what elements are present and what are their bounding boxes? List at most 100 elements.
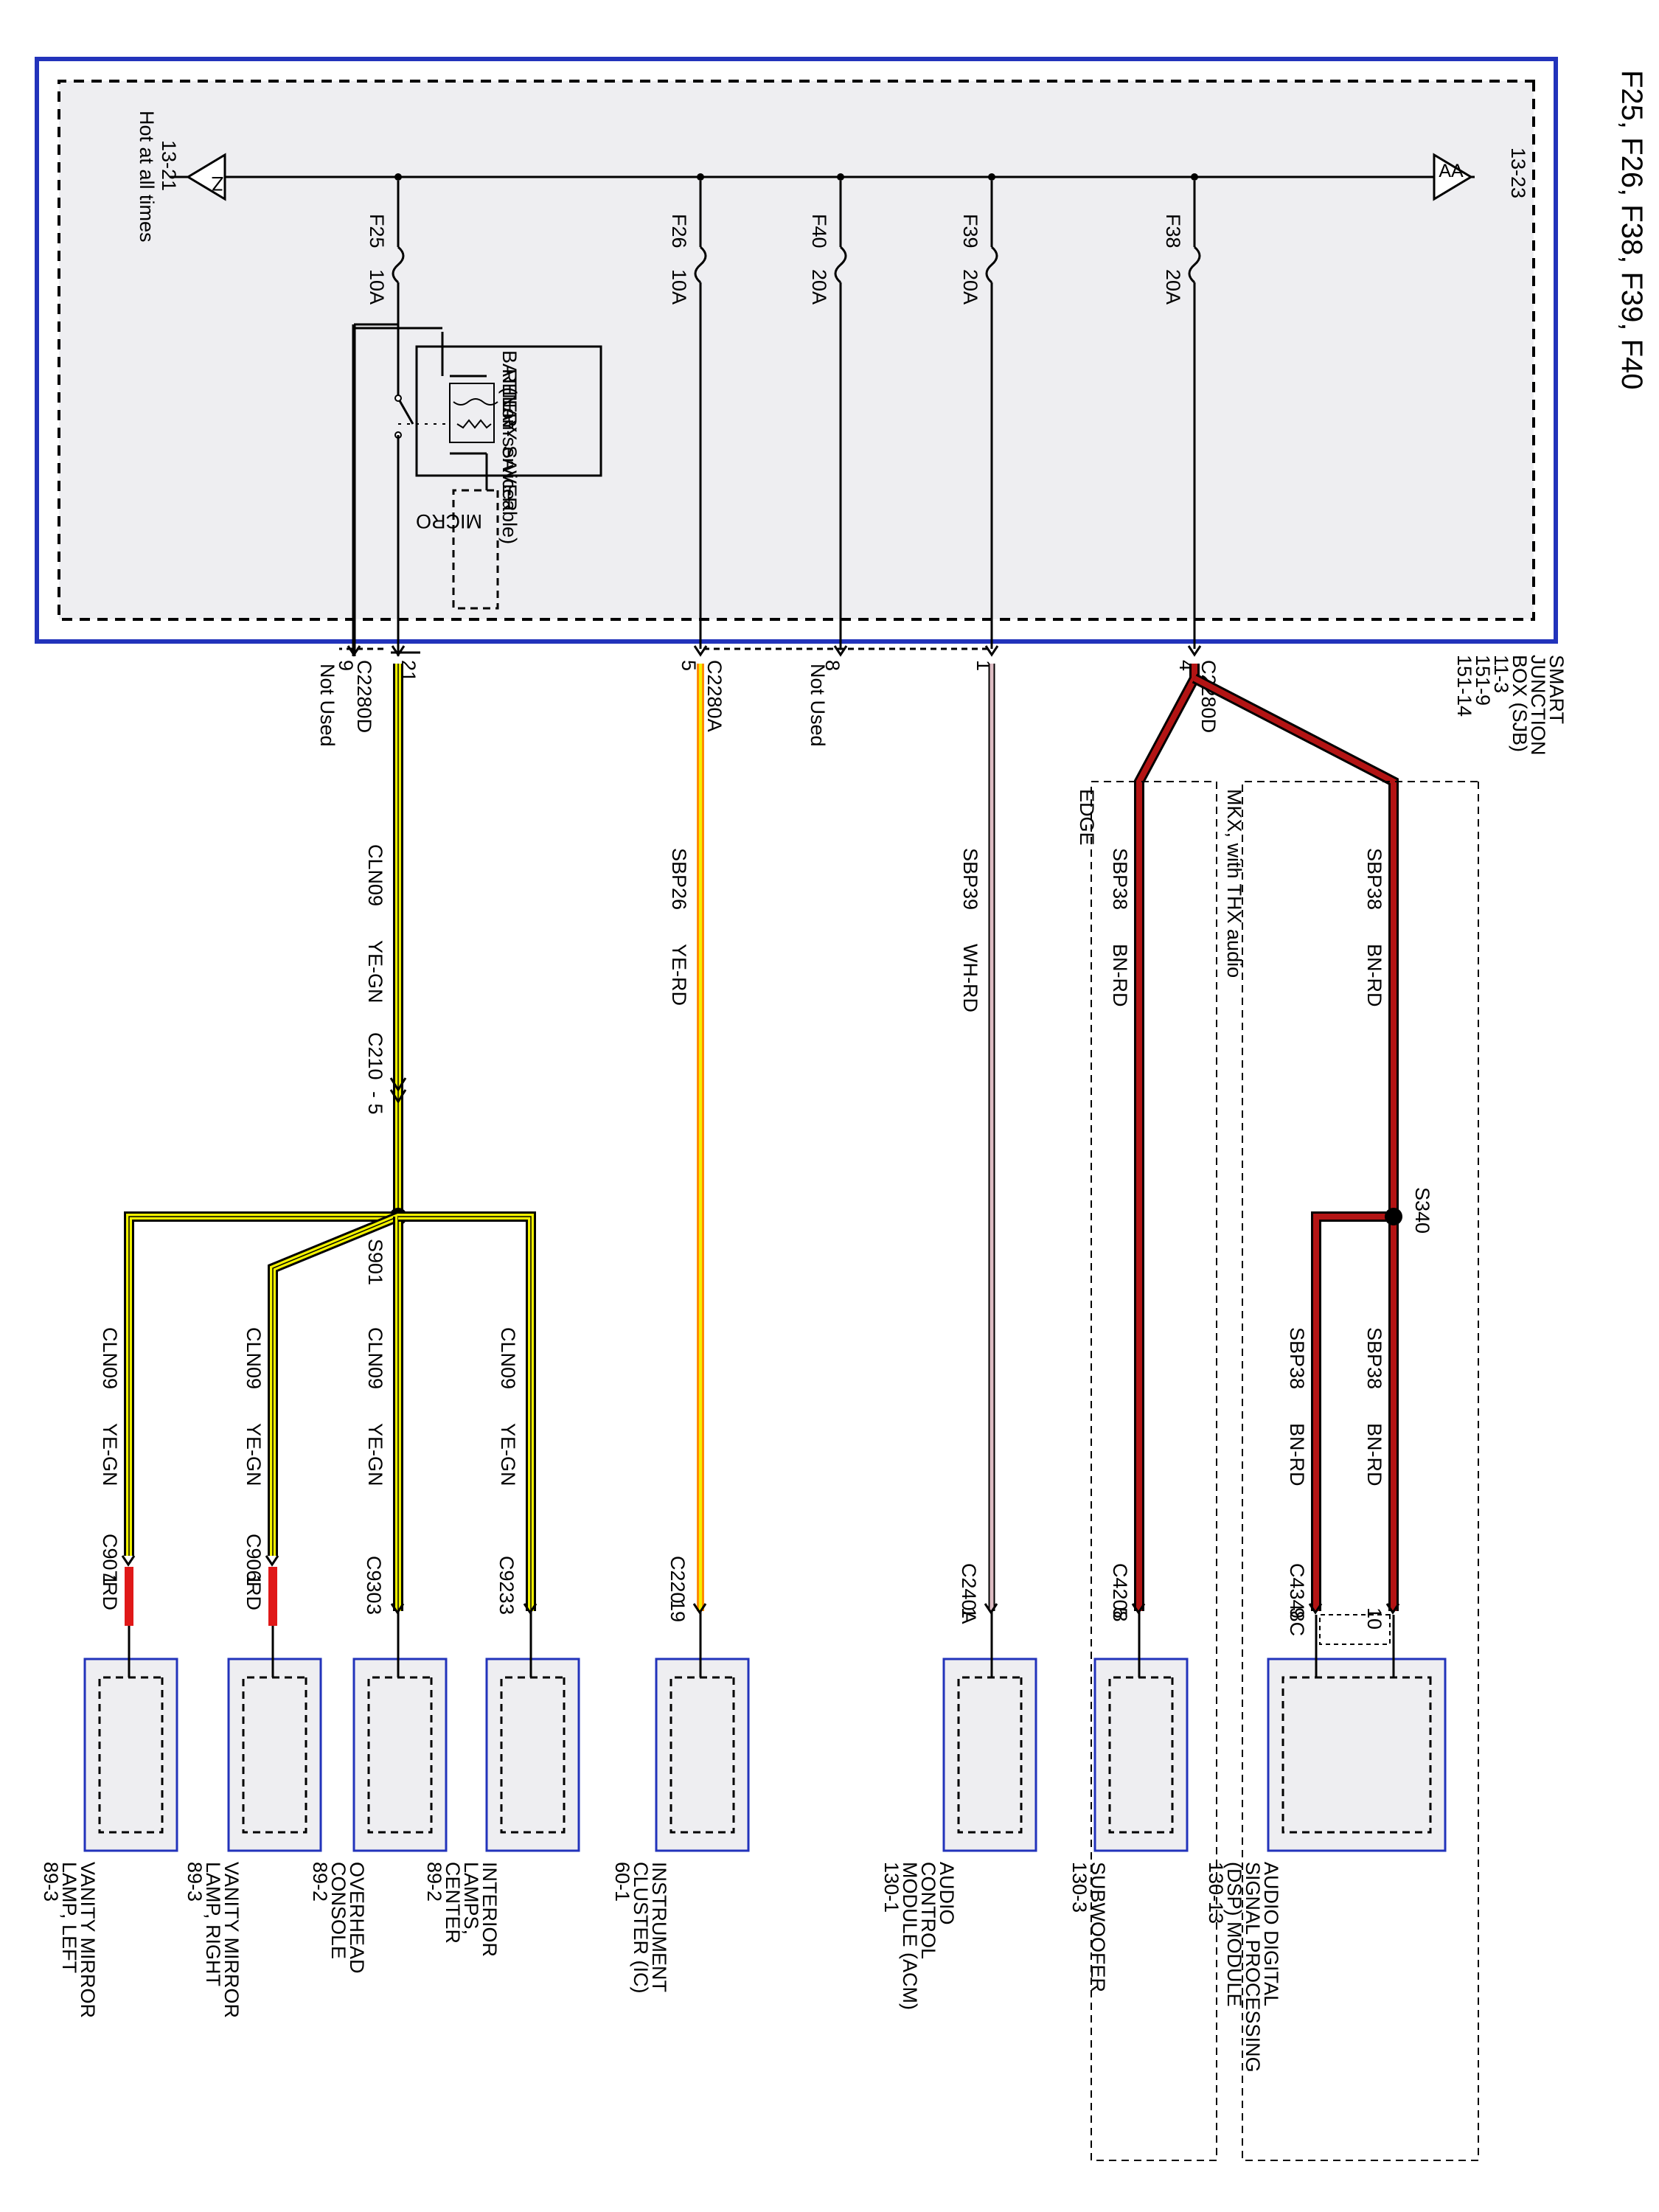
branch-left-circuit: CLN09 bbox=[99, 1327, 121, 1389]
c930-pin: 3 bbox=[363, 1604, 385, 1615]
splice-s340-label: S340 bbox=[1411, 1187, 1433, 1234]
wire-sbp39-color: WH-RD bbox=[959, 944, 981, 1012]
diagram-title: F25, F26, F38, F39, F40 bbox=[1615, 70, 1648, 390]
interior-line3: CENTER bbox=[442, 1862, 464, 1944]
wire-cln09-main-color: YE-GN bbox=[364, 940, 386, 1004]
micro-box: MICRO bbox=[416, 489, 499, 610]
wire-sbp38-a-circuit: SBP38 bbox=[1363, 1327, 1385, 1389]
cluster-line2: CLUSTER (IC) bbox=[630, 1862, 652, 1994]
component-interior-lamps: INTERIOR LAMPS, CENTER 89-2 bbox=[423, 1611, 580, 1957]
fuse-f25: F25 10A bbox=[366, 181, 405, 324]
acm-line2: CONTROL bbox=[917, 1862, 939, 1959]
sjb-internal-wires bbox=[699, 324, 1196, 649]
vanity-left-line3: 89-3 bbox=[40, 1862, 62, 1902]
ref-z-page: 13-21 bbox=[158, 140, 180, 191]
wire-sbp38-mkx-color: BN-RD bbox=[1363, 944, 1385, 1007]
cluster-line3: 60-1 bbox=[611, 1862, 633, 1902]
c906-name: C906 bbox=[243, 1534, 265, 1582]
c220-name: C220 bbox=[667, 1556, 689, 1604]
component-overhead-console: OVERHEAD CONSOLE 89-2 bbox=[309, 1611, 448, 1974]
fuse-f38-rating: 20A bbox=[1162, 269, 1184, 305]
c210-inline-connector bbox=[389, 1077, 407, 1104]
acm-line4: 130-1 bbox=[880, 1862, 902, 1913]
fuse-f39-rating: 20A bbox=[959, 269, 981, 305]
wire-sbp39: SBP39 WH-RD C240A 1 bbox=[958, 664, 998, 1624]
ref-z-code: Z bbox=[212, 173, 224, 195]
vanity-red-leads: C907 1 RD C906 1 RD bbox=[99, 1534, 279, 1626]
rd-left-label: RD bbox=[99, 1582, 121, 1610]
wire-sbp38-mkx-circuit: SBP38 bbox=[1363, 848, 1385, 910]
vanity-right-line1: VANITY MIRROR bbox=[220, 1862, 243, 2018]
wire-sbp38-b-color: BN-RD bbox=[1286, 1423, 1308, 1486]
component-acm: AUDIO CONTROL MODULE (ACM) 130-1 bbox=[880, 1611, 1037, 2010]
pin-9: 9 bbox=[335, 660, 357, 671]
wire-sbp26-color: YE-RD bbox=[668, 944, 690, 1006]
c907-name: C907 bbox=[99, 1534, 121, 1582]
fuse-f40-rating: 20A bbox=[808, 269, 830, 305]
splice-s340-dot bbox=[1385, 1208, 1402, 1225]
vanity-right-line3: 89-3 bbox=[184, 1862, 206, 1902]
fuse-f25-rating: 10A bbox=[366, 269, 388, 305]
fuse-f26-id: F26 bbox=[668, 214, 690, 248]
relay-label-2: RELAY bbox=[498, 369, 521, 433]
rd-right-label: RD bbox=[243, 1582, 265, 1610]
sjb-title-2: JUNCTION bbox=[1527, 655, 1549, 756]
sjb-ref-3: 151-14 bbox=[1453, 655, 1475, 717]
pin-5: 5 bbox=[678, 660, 700, 671]
branch-left-color: YE-GN bbox=[99, 1423, 121, 1486]
pin-8-note: Not Used bbox=[807, 664, 829, 747]
overhead-line3: 89-2 bbox=[309, 1862, 331, 1902]
subwoofer-line1: SUBWOOFER bbox=[1087, 1862, 1109, 1992]
micro-label: MICRO bbox=[416, 510, 482, 532]
fuse-f26-rating: 10A bbox=[668, 269, 690, 305]
component-vanity-right: VANITY MIRROR LAMP, RIGHT 89-3 bbox=[184, 1626, 322, 2018]
dsp-line2: SIGNAL PROCESSING bbox=[1242, 1862, 1264, 2073]
wire-sbp26: SBP26 YE-RD C220 19 bbox=[667, 664, 707, 1622]
fuse-f26: F26 10A bbox=[668, 181, 707, 324]
pin-5-connector: C2280A bbox=[703, 660, 726, 732]
sjb-ref-2: 151-9 bbox=[1472, 655, 1494, 706]
c240a-pin: 1 bbox=[958, 1607, 980, 1618]
s901-branches: CLN09 YE-GN CLN09 YE-GN CLN09 YE-GN CLN0… bbox=[99, 1211, 536, 1611]
dsp-line1: AUDIO DIGITAL bbox=[1260, 1862, 1282, 2006]
branch-right-circuit: CLN09 bbox=[243, 1327, 265, 1389]
wire-cln09-main-circuit: CLN09 bbox=[364, 844, 386, 906]
ref-aa-code: AA bbox=[1439, 161, 1464, 181]
c923-name: C923 bbox=[495, 1556, 518, 1604]
interior-line1: INTERIOR bbox=[479, 1862, 501, 1957]
wire-sbp38-a-color: BN-RD bbox=[1363, 1423, 1385, 1486]
dsp-line4: 130-13 bbox=[1205, 1862, 1227, 1924]
subwoofer-line2: 130-3 bbox=[1068, 1862, 1091, 1913]
pin-9-note: Not Used bbox=[316, 664, 338, 747]
cluster-line1: INSTRUMENT bbox=[648, 1862, 670, 1992]
c923-pin: 3 bbox=[495, 1604, 518, 1615]
sjb-title-3: BOX (SJB) bbox=[1509, 655, 1531, 752]
component-vanity-left: VANITY MIRROR LAMP, LEFT 89-3 bbox=[40, 1626, 178, 2018]
sjb-ref-1: 11-3 bbox=[1490, 655, 1512, 693]
ref-aa-page: 13-23 bbox=[1507, 147, 1529, 198]
vanity-right-line2: LAMP, RIGHT bbox=[202, 1862, 224, 1986]
fuse-taps bbox=[394, 173, 1198, 181]
relay-label-1: BATTERY SAVER bbox=[498, 350, 521, 512]
branch-right-color: YE-GN bbox=[243, 1423, 265, 1486]
wire-sbp38: SBP38 BN-RD SBP38 BN-RD SBP38 BN-RD SBP3… bbox=[1109, 664, 1433, 1645]
smart-junction-box: SMART JUNCTION BOX (SJB) 11-3 151-9 151-… bbox=[35, 57, 1568, 756]
c907-pin: 1 bbox=[99, 1574, 121, 1585]
fuse-f38: F38 20A bbox=[1162, 181, 1201, 324]
component-subwoofer: SUBWOOFER 130-3 bbox=[1068, 1611, 1189, 1992]
relay-label-3: (Non-serviceable) bbox=[498, 387, 521, 544]
ref-aa-triangle bbox=[1433, 153, 1473, 201]
c930-name: C930 bbox=[363, 1556, 385, 1604]
acm-line1: AUDIO bbox=[936, 1862, 958, 1925]
pin-8: 8 bbox=[821, 660, 844, 671]
c210-name: C210 bbox=[364, 1032, 386, 1080]
c4208-name: C4208 bbox=[1109, 1563, 1131, 1622]
component-instrument-cluster: INSTRUMENT CLUSTER (IC) 60-1 bbox=[611, 1611, 750, 1994]
acm-line3: MODULE (ACM) bbox=[899, 1862, 921, 2010]
branch-overhead-circuit: CLN09 bbox=[364, 1327, 386, 1389]
pin-4-connector: C2280D bbox=[1197, 660, 1220, 733]
branch-overhead-color: YE-GN bbox=[364, 1423, 386, 1486]
overhead-line2: CONSOLE bbox=[327, 1862, 349, 1959]
fuse-f39-id: F39 bbox=[959, 214, 981, 248]
variant-mkx-label: MKX, with THX audio bbox=[1223, 789, 1245, 978]
